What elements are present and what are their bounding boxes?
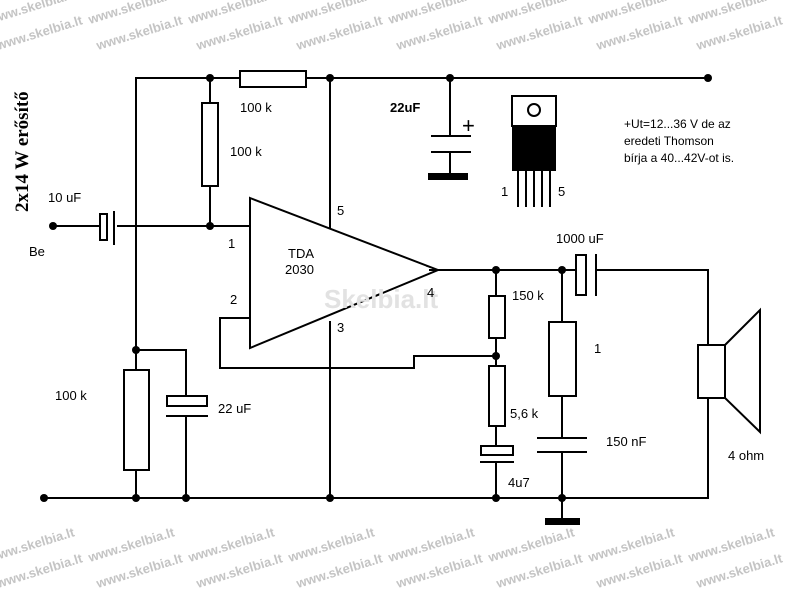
label-pkg-pin1: 1 — [501, 184, 508, 199]
capacitor-zobel — [537, 437, 587, 453]
schematic-title: 2x14 W erősítő — [12, 91, 33, 212]
note-line-3: bírja a 40...42V-ot is. — [624, 151, 734, 165]
capacitor-feedback — [480, 445, 514, 463]
label-c-supply: 22uF — [390, 100, 420, 115]
watermark-overlay: Skelbia.lt — [324, 284, 438, 314]
watermark-top: www.skelbia.ltwww.skelbia.ltwww.skelbia.… — [0, 0, 785, 53]
ground-symbol — [545, 518, 580, 525]
label-r-fb2: 5,6 k — [510, 406, 539, 421]
label-pin4: 4 — [427, 285, 434, 300]
junctions — [40, 74, 712, 502]
label-speaker: 4 ohm — [728, 448, 764, 463]
label-ic-name: TDA — [288, 246, 314, 261]
resistor-feedback-150k — [488, 295, 506, 339]
label-c-bias: 22 uF — [218, 401, 251, 416]
label-pin1: 1 — [228, 236, 235, 251]
label-c-input: 10 uF — [48, 190, 81, 205]
label-plus: + — [462, 113, 475, 138]
wires — [43, 77, 709, 521]
label-r-bias-bottom: 100 k — [55, 388, 87, 403]
label-c-fb: 4u7 — [508, 475, 530, 490]
label-c-zobel: 150 nF — [606, 434, 647, 449]
label-r-zobel: 1 — [594, 341, 601, 356]
label-pin5: 5 — [337, 203, 344, 218]
capacitor-supply — [428, 135, 471, 180]
resistor-top — [239, 70, 307, 88]
capacitor-input — [99, 211, 115, 245]
capacitor-output — [575, 254, 597, 296]
note-line-2: eredeti Thomson — [624, 134, 714, 148]
label-ic-number: 2030 — [285, 262, 314, 277]
label-pin3: 3 — [337, 320, 344, 335]
amplifier-ic — [249, 196, 441, 350]
to220-package-icon — [511, 95, 557, 207]
label-pkg-pin5: 5 — [558, 184, 565, 199]
resistor-bias-top — [201, 102, 219, 187]
capacitor-bias — [166, 395, 208, 417]
watermark-bottom: www.skelbia.ltwww.skelbia.ltwww.skelbia.… — [0, 524, 785, 591]
resistor-bias-bottom — [123, 369, 150, 471]
label-input: Be — [29, 244, 45, 259]
label-pin2: 2 — [230, 292, 237, 307]
resistor-feedback-5k6 — [488, 365, 506, 427]
speaker-icon — [697, 307, 761, 435]
label-r-fb1: 150 k — [512, 288, 544, 303]
label-r-bias-top: 100 k — [230, 144, 262, 159]
label-r-top: 100 k — [240, 100, 272, 115]
note-line-1: +Ut=12...36 V de az — [624, 117, 731, 131]
resistor-zobel — [548, 321, 577, 397]
label-c-output: 1000 uF — [556, 231, 604, 246]
